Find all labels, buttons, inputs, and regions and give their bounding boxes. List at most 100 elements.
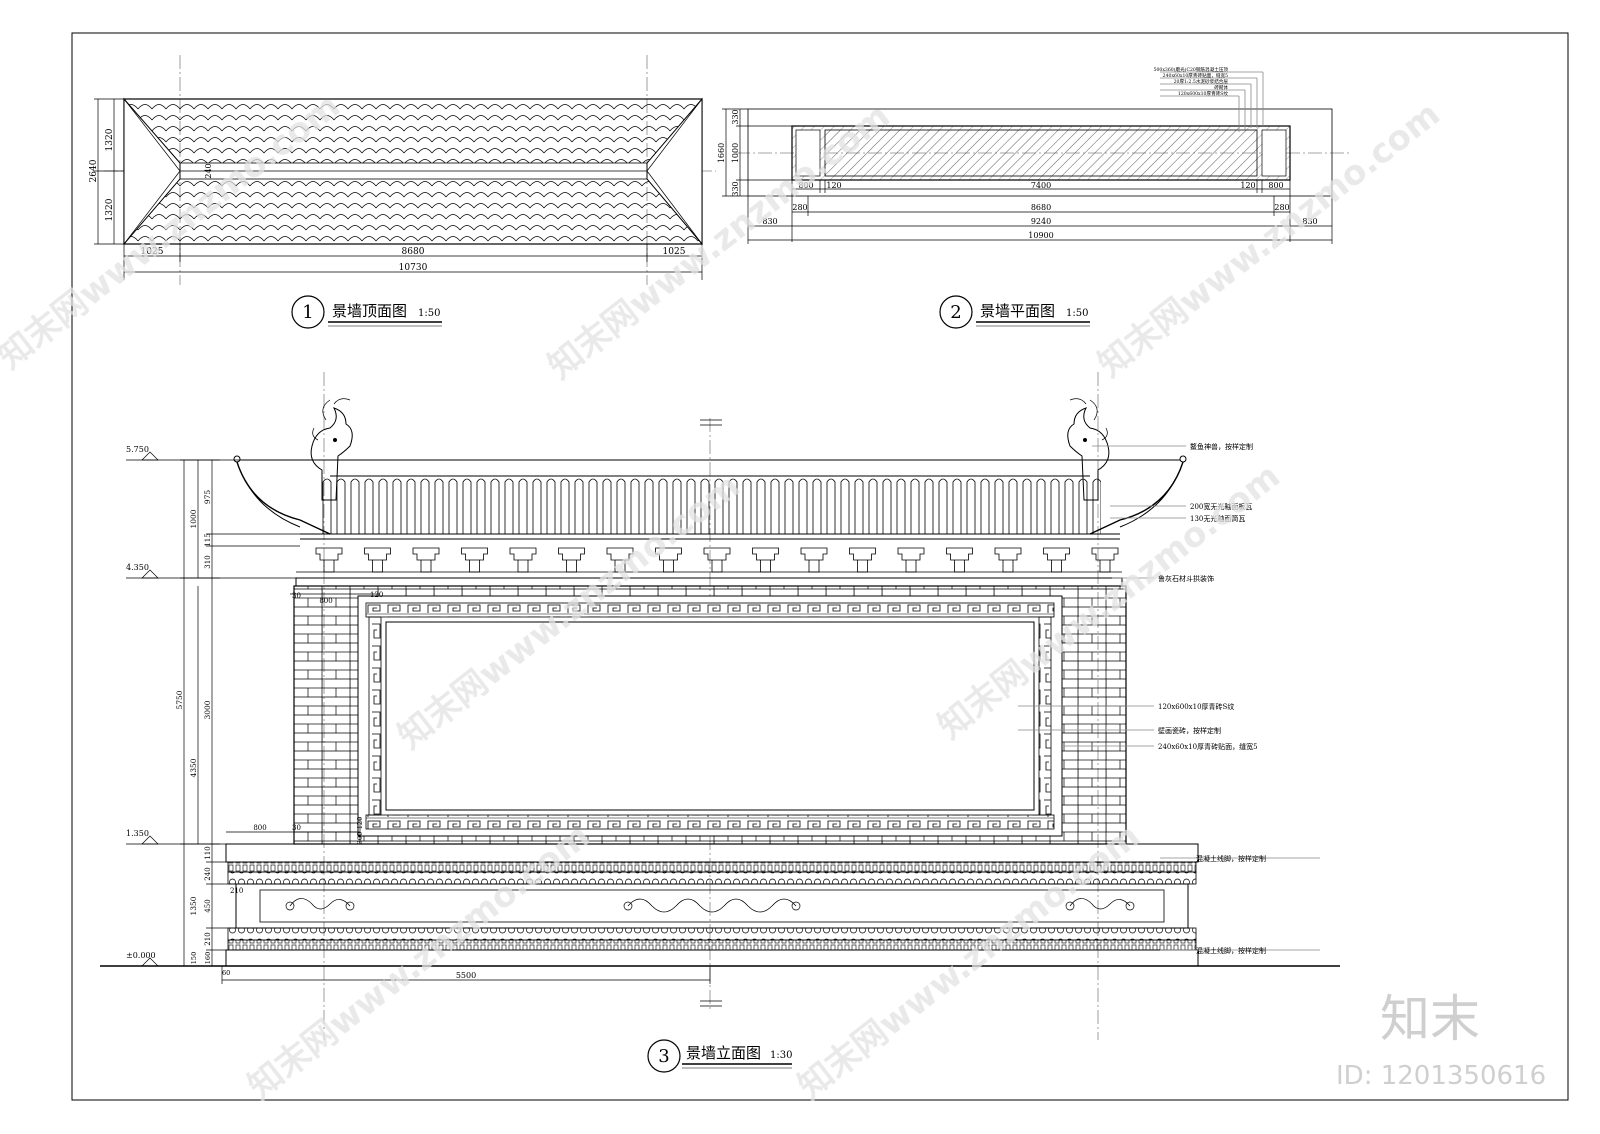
view3-title: 景墙立面图 bbox=[686, 1044, 761, 1062]
bracket-set bbox=[703, 547, 731, 573]
elev-note-s-brick: 120x600x10厚青砖S纹 bbox=[1158, 702, 1234, 711]
bracket-set bbox=[461, 547, 488, 573]
elev-dim-4350: 4350 bbox=[189, 758, 198, 777]
plan-dim-r1-5: 800 bbox=[1268, 181, 1283, 190]
elev-inner-30a: 30 bbox=[292, 592, 301, 600]
elev-note-tile-130: 130无光釉面筒瓦 bbox=[1190, 514, 1245, 523]
bracket-set bbox=[994, 547, 1022, 573]
elev-inner-120a: 120 bbox=[370, 591, 383, 599]
bracket-set bbox=[315, 547, 343, 573]
plan-note-4: 砖砌体 bbox=[1214, 84, 1228, 91]
elev-dim-110: 110 bbox=[204, 846, 212, 859]
plan-note-2: 240x60x10厚青砖贴面，缝宽5 bbox=[1163, 72, 1228, 79]
elev-inner-300: 300 bbox=[356, 832, 364, 844]
elev-dim-160: 160 bbox=[204, 952, 212, 964]
ridge-beast-left bbox=[310, 398, 353, 501]
elev-note-mural: 壁画瓷砖，按样定制 bbox=[1158, 726, 1221, 735]
level-5750: 5.750 bbox=[126, 445, 149, 454]
elev-note-bracket: 鲁灰石材斗拱装饰 bbox=[1158, 574, 1214, 583]
elev-inner-120b: 120 bbox=[356, 817, 364, 829]
plan-dim-h-top: 330 bbox=[731, 109, 740, 124]
plan-view-drawing: 500x360(磨光)C20钢筋混凝土压顶 240x60x10厚青砖贴面，缝宽5… bbox=[717, 66, 1350, 329]
plan-note-5: 120x600x10厚青砖S纹 bbox=[1178, 90, 1228, 97]
watermark-logo: 知末 bbox=[1380, 990, 1480, 1048]
dim-h-bottom: 1320 bbox=[105, 198, 115, 221]
elev-dim-1000: 1000 bbox=[189, 509, 198, 528]
plan-dim-r3-1: 830 bbox=[762, 217, 777, 226]
plan-dim-h-mid: 1000 bbox=[731, 143, 740, 163]
elev-dim-115: 115 bbox=[204, 533, 212, 546]
bracket-set bbox=[897, 547, 925, 573]
view3-number: 3 bbox=[658, 1046, 669, 1067]
level-0: ±0.000 bbox=[126, 951, 156, 960]
level-1350: 1.350 bbox=[126, 829, 149, 838]
elev-inner-800b: 800 bbox=[253, 824, 266, 832]
elev-note-beast: 鳌鱼神兽，按样定制 bbox=[1190, 442, 1253, 451]
dim-ridge: 240 bbox=[204, 163, 213, 178]
elev-dim-3000: 3000 bbox=[203, 700, 212, 719]
plan-dim-h-total: 1660 bbox=[717, 143, 726, 163]
elev-inner-5500: 5500 bbox=[456, 971, 476, 980]
elev-note-tile-200: 200宽无光釉面板瓦 bbox=[1190, 502, 1252, 511]
dim-w-mid: 8680 bbox=[402, 247, 425, 257]
bracket-set bbox=[800, 547, 828, 573]
plan-dim-r3-3: 830 bbox=[1302, 217, 1317, 226]
elev-dim-150: 150 bbox=[190, 952, 198, 964]
elev-note-brick-face: 240x60x10厚青砖贴面，缝宽5 bbox=[1158, 742, 1258, 751]
dim-h-top: 1320 bbox=[105, 128, 115, 151]
bracket-set bbox=[1043, 547, 1070, 573]
elev-inner-800a: 800 bbox=[319, 597, 332, 605]
elev-dim-310: 310 bbox=[204, 555, 212, 568]
elev-note-molding-top: 混凝土线脚，按样定制 bbox=[1196, 854, 1266, 863]
cloud-ornament bbox=[285, 898, 1135, 913]
bracket-set bbox=[509, 547, 537, 573]
plan-dim-h-bottom: 330 bbox=[731, 181, 740, 196]
bracket-set bbox=[849, 547, 876, 573]
dim-w-total: 10730 bbox=[399, 263, 428, 273]
view1-number: 1 bbox=[302, 302, 313, 323]
sheet-border bbox=[71, 32, 1569, 1101]
bracket-set bbox=[412, 547, 440, 573]
view1-scale: 1:50 bbox=[418, 308, 440, 319]
bracket-row bbox=[315, 547, 1119, 573]
elev-inner-60: 60 bbox=[222, 969, 230, 977]
elev-dim-450: 450 bbox=[204, 899, 212, 912]
view3-scale: 1:30 bbox=[770, 1050, 792, 1061]
elev-dim-1350: 1350 bbox=[189, 896, 198, 915]
bracket-set bbox=[558, 547, 585, 573]
dim-h-total: 2640 bbox=[89, 159, 99, 182]
level-4350: 4.350 bbox=[126, 563, 149, 572]
watermark-text-6: 知末网www.znzmo.com bbox=[241, 816, 598, 1107]
elev-inner-210: 210 bbox=[230, 887, 243, 895]
view1-title: 景墙顶面图 bbox=[332, 302, 407, 320]
elev-dim-210: 210 bbox=[204, 932, 212, 945]
elev-dim-240: 240 bbox=[204, 867, 212, 880]
plan-note-1: 500x360(磨光)C20钢筋混凝土压顶 bbox=[1154, 66, 1229, 73]
plan-dim-r1-1: 800 bbox=[798, 181, 813, 190]
view2-title: 景墙平面图 bbox=[980, 302, 1055, 320]
elev-inner-30b: 30 bbox=[292, 824, 301, 832]
plan-dim-r2-3: 280 bbox=[1274, 203, 1289, 212]
plan-dim-r1-4: 120 bbox=[1240, 181, 1255, 190]
bracket-set bbox=[1091, 547, 1119, 573]
plan-note-3: 20厚1:2.5水泥砂浆结合层 bbox=[1174, 78, 1229, 85]
plan-dim-r1-3: 7400 bbox=[1031, 181, 1051, 190]
watermark-text-7: 知末网www.znzmo.com bbox=[791, 816, 1148, 1107]
bracket-set bbox=[946, 547, 973, 573]
plan-dim-total: 10900 bbox=[1028, 231, 1053, 240]
plan-dim-r1-2: 120 bbox=[826, 181, 841, 190]
dim-w-left: 1025 bbox=[141, 247, 164, 257]
elev-dim-975: 975 bbox=[203, 490, 212, 505]
top-view-drawing: 1320 1320 2640 240 1025 8680 1025 10730 … bbox=[89, 55, 716, 329]
plan-dim-r2-2: 8680 bbox=[1031, 203, 1051, 212]
view2-scale: 1:50 bbox=[1066, 308, 1088, 319]
bracket-set bbox=[364, 547, 391, 573]
elev-dim-5750: 5750 bbox=[175, 690, 184, 709]
plan-dim-r2-1: 280 bbox=[792, 203, 807, 212]
bracket-set bbox=[752, 547, 779, 573]
dim-w-right: 1025 bbox=[663, 247, 686, 257]
view2-number: 2 bbox=[950, 302, 961, 323]
elevation-drawing: 5.750 4.350 1.350 ±0.000 bbox=[100, 372, 1340, 1073]
elev-note-molding-bottom: 混凝土线脚，按样定制 bbox=[1196, 946, 1266, 955]
